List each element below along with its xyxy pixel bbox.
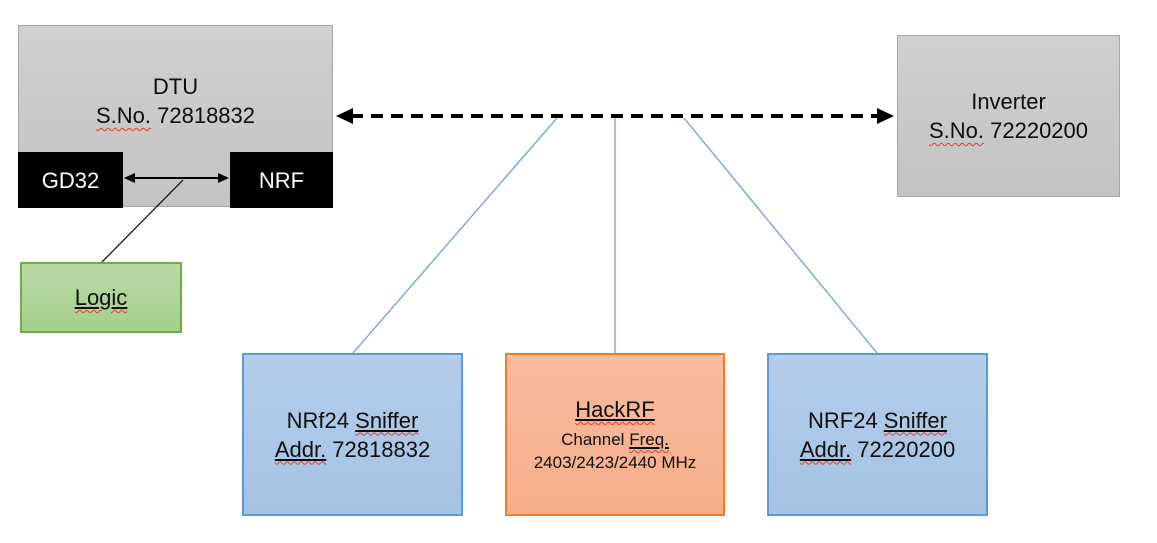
link-to-sniffer2-line	[683, 117, 878, 354]
nrf-box: NRF	[230, 152, 333, 208]
hackrf-box: HackRF Channel Freq. 2403/2423/2440 MHz	[505, 353, 725, 516]
link-to-sniffer1-line	[352, 117, 558, 354]
dtu-serial: S.No. 72818832	[95, 103, 256, 128]
logic-label: Logic	[74, 285, 128, 310]
sniffer2-box: NRF24 Sniffer Addr. 72220200	[767, 353, 988, 516]
sniffer1-address: Addr. 72818832	[274, 436, 431, 462]
nrf-label: NRF	[258, 167, 305, 193]
dtu-inverter-dashed-arrow	[336, 108, 894, 124]
hackrf-frequencies: 2403/2423/2440 MHz	[533, 453, 697, 472]
inverter-serial: S.No. 72220200	[928, 118, 1089, 143]
inverter-box: Inverter S.No. 72220200	[897, 35, 1120, 197]
sniffer2-title: NRF24 Sniffer	[808, 407, 947, 433]
sniffer1-box: NRf24 Sniffer Addr. 72818832	[242, 353, 463, 516]
dtu-title: DTU	[152, 74, 199, 99]
sniffer2-address: Addr. 72220200	[799, 436, 956, 462]
arrowhead-left	[336, 108, 353, 124]
gd32-box: GD32	[18, 152, 123, 208]
inverter-title: Inverter	[971, 89, 1046, 114]
sniffer1-title: NRf24 Sniffer	[286, 407, 419, 433]
hackrf-title: HackRF	[575, 397, 655, 422]
gd32-label: GD32	[41, 167, 100, 193]
arrowhead-right	[877, 108, 894, 124]
hackrf-channel-freq: Channel Freq.	[561, 430, 669, 449]
logic-box: Logic	[20, 262, 182, 333]
